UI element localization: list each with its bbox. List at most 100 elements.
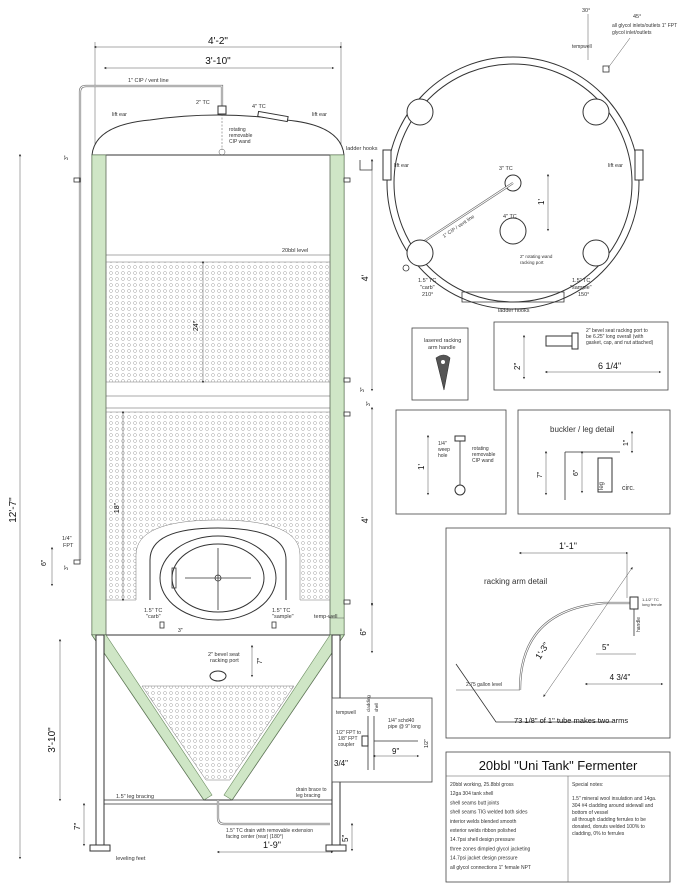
nut-label-1: 1-1/2" TC: [642, 597, 659, 602]
drain-height-dimension: 5": [341, 835, 350, 842]
thermowell-title: tempwell: [336, 710, 356, 716]
cip-wand-line-2: removable: [229, 133, 253, 139]
ladder-hooks-label: ladder hooks: [346, 146, 378, 152]
plan-tc-carb-line-1: 1.5" TC: [418, 278, 436, 284]
overall-width-label: 4'-2": [208, 36, 228, 47]
cip-wand-line-1: rotating: [229, 127, 246, 133]
plan-view: 3" TC 4" TC 1" CIP / vent line 1' 2" rot…: [382, 8, 677, 314]
racking-arm-5in: 5": [602, 643, 609, 652]
top-port-offset: 3": [64, 155, 70, 160]
lift-ear-right-label: lift ear: [312, 112, 327, 118]
upper-4ft-dimension: 4': [360, 274, 370, 281]
plan-lift-ear-left: [382, 149, 392, 181]
cone-height-dimension: 3'-10": [47, 727, 58, 753]
cip-wand-detail: 1/4" weep hole rotating removable CIP wa…: [395, 409, 507, 515]
racking-arm-box: [445, 527, 671, 739]
special-note-line: 304 #4 cladding around sidewall and: [572, 803, 653, 809]
plan-deg-30-sub: tempwell: [572, 44, 592, 50]
thermowell-detail: tempwell cladding shell 1/4" schd40 pipe…: [331, 695, 433, 783]
plan-leg-left: [406, 239, 434, 267]
cip-wand-line-3: CIP wand: [229, 139, 251, 145]
sched-pipe-line-2: pipe @ 9" long: [388, 724, 421, 730]
cladding-label: cladding: [366, 695, 371, 712]
spec-line: exterior welds ribbon polished: [450, 828, 516, 834]
spec-line: three zones dimpled glycol jacketing: [450, 846, 531, 852]
port-offset-dimension: 3": [178, 628, 183, 634]
insulation-right: [329, 154, 345, 636]
plan-tc-sample-line-2: "sample": [570, 285, 592, 291]
racking-handle-detail: lasered racking arm handle: [411, 327, 469, 401]
leg-bracing-label: 1.5" leg bracing: [116, 794, 154, 800]
plan-lift-ear-left-label: lift ear: [394, 163, 409, 169]
lower-zone-height: 18": [114, 502, 121, 513]
drain-note-line-2: facing center (rear) (180°): [226, 834, 284, 840]
cip-wand-ball: [454, 484, 466, 496]
tc-2in-port: [217, 105, 227, 115]
buckler-6in: 6": [573, 469, 580, 476]
plan-glycol-port: [402, 264, 410, 272]
plan-tc-3in-label: 3" TC: [499, 166, 513, 172]
band-offset-lower: 3": [366, 401, 372, 406]
spec-line: 12ga 304 tank shell: [450, 791, 493, 797]
buckler-1in: 1": [623, 439, 630, 446]
leveling-feet-label: leveling feet: [116, 856, 146, 862]
racking-arm-title: racking arm detail: [484, 577, 547, 586]
nut-label-2: long ferrule: [642, 602, 663, 607]
bevel-port-note-2: be 6.25" long overall (with: [586, 334, 644, 340]
drain-brace-line-1: drain brace to: [296, 787, 327, 793]
shell-width-label: 3'-10": [205, 56, 231, 67]
plan-lift-ear-right: [634, 149, 644, 181]
special-notes-heading: Special notes:: [572, 782, 603, 788]
circ-label: circ.: [622, 485, 635, 492]
leveling-foot-left: [89, 844, 111, 852]
racking-arm-cone: [455, 663, 612, 723]
racking-handle-line-2: arm handle: [428, 345, 456, 351]
manway-handle: [171, 567, 177, 589]
bevel-port-nut: [571, 332, 579, 350]
handle-label: handle: [636, 617, 642, 632]
special-note-line: all through cladding ferrules to be: [572, 817, 646, 823]
lift-ear-left-label: lift ear: [112, 112, 127, 118]
fpt-offset: 3": [64, 565, 70, 570]
spec-line: interior welds blended smooth: [450, 819, 517, 825]
thermowell-label: temp-well: [314, 614, 338, 620]
fpt-coupler-line-2: 1/8" FPT: [338, 736, 358, 742]
bevel-port-note-1: 2" bevel seat racking port to: [586, 328, 648, 334]
cip-wand-length: 1': [417, 464, 426, 470]
drain-reach-dimension: 1'-9": [263, 840, 281, 850]
special-note-line: cladding, 0% to ferrules: [572, 831, 625, 837]
tank-dished-top: [91, 114, 345, 156]
racking-arm-nut: [629, 596, 639, 610]
gallon-level-label: 2.75 gallon level: [466, 682, 502, 688]
special-note-line: donated, donuts welded 100% to: [572, 824, 645, 830]
leg-label: leg: [599, 482, 605, 490]
bevel-port-length: 6 1/4": [598, 361, 621, 371]
racking-port: [209, 670, 227, 682]
upper-jacket-zone: [105, 261, 331, 383]
buckler-title: buckler / leg detail: [550, 425, 615, 434]
plan-tc-sample-line-3: 150°: [578, 292, 589, 298]
bevel-port-body: [545, 335, 573, 347]
spec-line: 14.7psi jacket design pressure: [450, 856, 518, 862]
special-notes-list: 1.5" mineral wool insulation and 14ga.30…: [572, 796, 656, 837]
thermowell-9in: 9": [392, 747, 399, 756]
racking-arm-4-3-4: 4 3/4": [610, 673, 631, 682]
fpt-coupler-line-1: 1/2" FPT to: [336, 730, 361, 736]
tc-carb-line-2: "carb": [146, 614, 161, 620]
drain-note-line-1: 1.5" TC drain with removable extension: [226, 828, 313, 834]
leveling-foot-right: [325, 844, 347, 852]
upper-zone-height: 24": [193, 320, 200, 331]
racking-arm-detail: racking arm detail 1'-1" 1-1/2" TC long …: [445, 527, 671, 739]
level-20bbl-label: 20bbl level: [282, 248, 308, 254]
fpt-line-1: 1/4": [62, 536, 72, 542]
manway-4in: [257, 110, 289, 123]
buckler-plate: [564, 451, 620, 500]
tube-note: 73 1/8" of 1" tube makes two arms: [514, 716, 628, 725]
cip-wand-box: [395, 409, 507, 515]
tc-carb-line-1: 1.5" TC: [144, 608, 162, 614]
plan-glycol-note-1: all glycol inlets/outlets 1" FPT: [612, 23, 677, 29]
drawing-title: 20bbl "Uni Tank" Fermenter: [479, 758, 638, 773]
thermowell-small: 1/2": [424, 739, 430, 748]
racking-arm-width: 1'-1": [559, 541, 577, 551]
plan-tc-carb-line-3: 210°: [422, 292, 433, 298]
